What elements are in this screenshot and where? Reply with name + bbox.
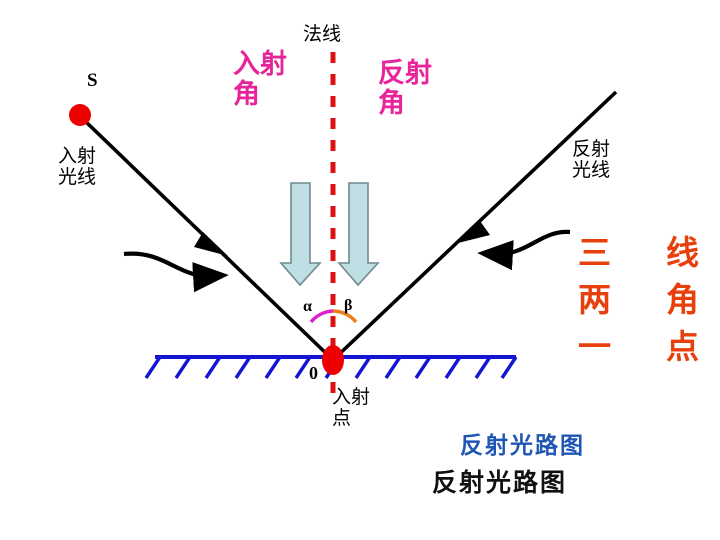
mnemonic-line-2-char-2: 角 (666, 282, 700, 319)
mnemonic-line-3-char-2: 点 (666, 329, 700, 366)
light-source-dot (69, 104, 91, 126)
alpha-angle-arc (309, 309, 334, 324)
mnemonic-line-2: 两 角 (578, 278, 700, 325)
diagram-caption-blue: 反射光路图 (460, 433, 585, 458)
reflected-ray-label: 反射 光线 (572, 139, 611, 182)
mnemonic-line-1-char-2: 线 (666, 236, 700, 272)
angle-of-reflection-label: 反射 角 (378, 58, 432, 119)
mnemonic-line-1: 三 线 (578, 231, 700, 278)
reflected-ray-line (331, 90, 618, 362)
light-source-label: S (87, 70, 98, 91)
reflected-ray-pointer-arrow (477, 229, 571, 271)
incident-ray-line (82, 118, 335, 362)
incident-point-label: 入射 点 (332, 387, 371, 430)
alpha-angle-label: α (303, 298, 312, 315)
mnemonic-line-3-char-1: 一 (578, 329, 612, 366)
beta-angle-label: β (344, 297, 353, 314)
beta-angle-arc (332, 309, 358, 324)
mnemonic-line-1-char-1: 三 (578, 236, 612, 272)
incident-ray-label: 入射 光线 (58, 146, 97, 189)
diagram-caption-black: 反射光路图 (432, 470, 568, 497)
mnemonic-line-3: 一 点 (578, 325, 700, 372)
mnemonic-block: 三 线 两 角 一 点 (578, 231, 700, 372)
incidence-point-marker (322, 345, 344, 375)
mnemonic-line-2-char-1: 两 (578, 282, 612, 319)
normal-line-label: 法线 (303, 24, 342, 45)
incident-ray-pointer-arrow (123, 251, 229, 293)
angle-of-reflection-pointer-arrow (337, 182, 380, 287)
angle-of-incidence-label: 入射 角 (233, 49, 287, 110)
origin-point-label: 0 (309, 363, 318, 383)
angle-of-incidence-pointer-arrow (279, 182, 322, 287)
